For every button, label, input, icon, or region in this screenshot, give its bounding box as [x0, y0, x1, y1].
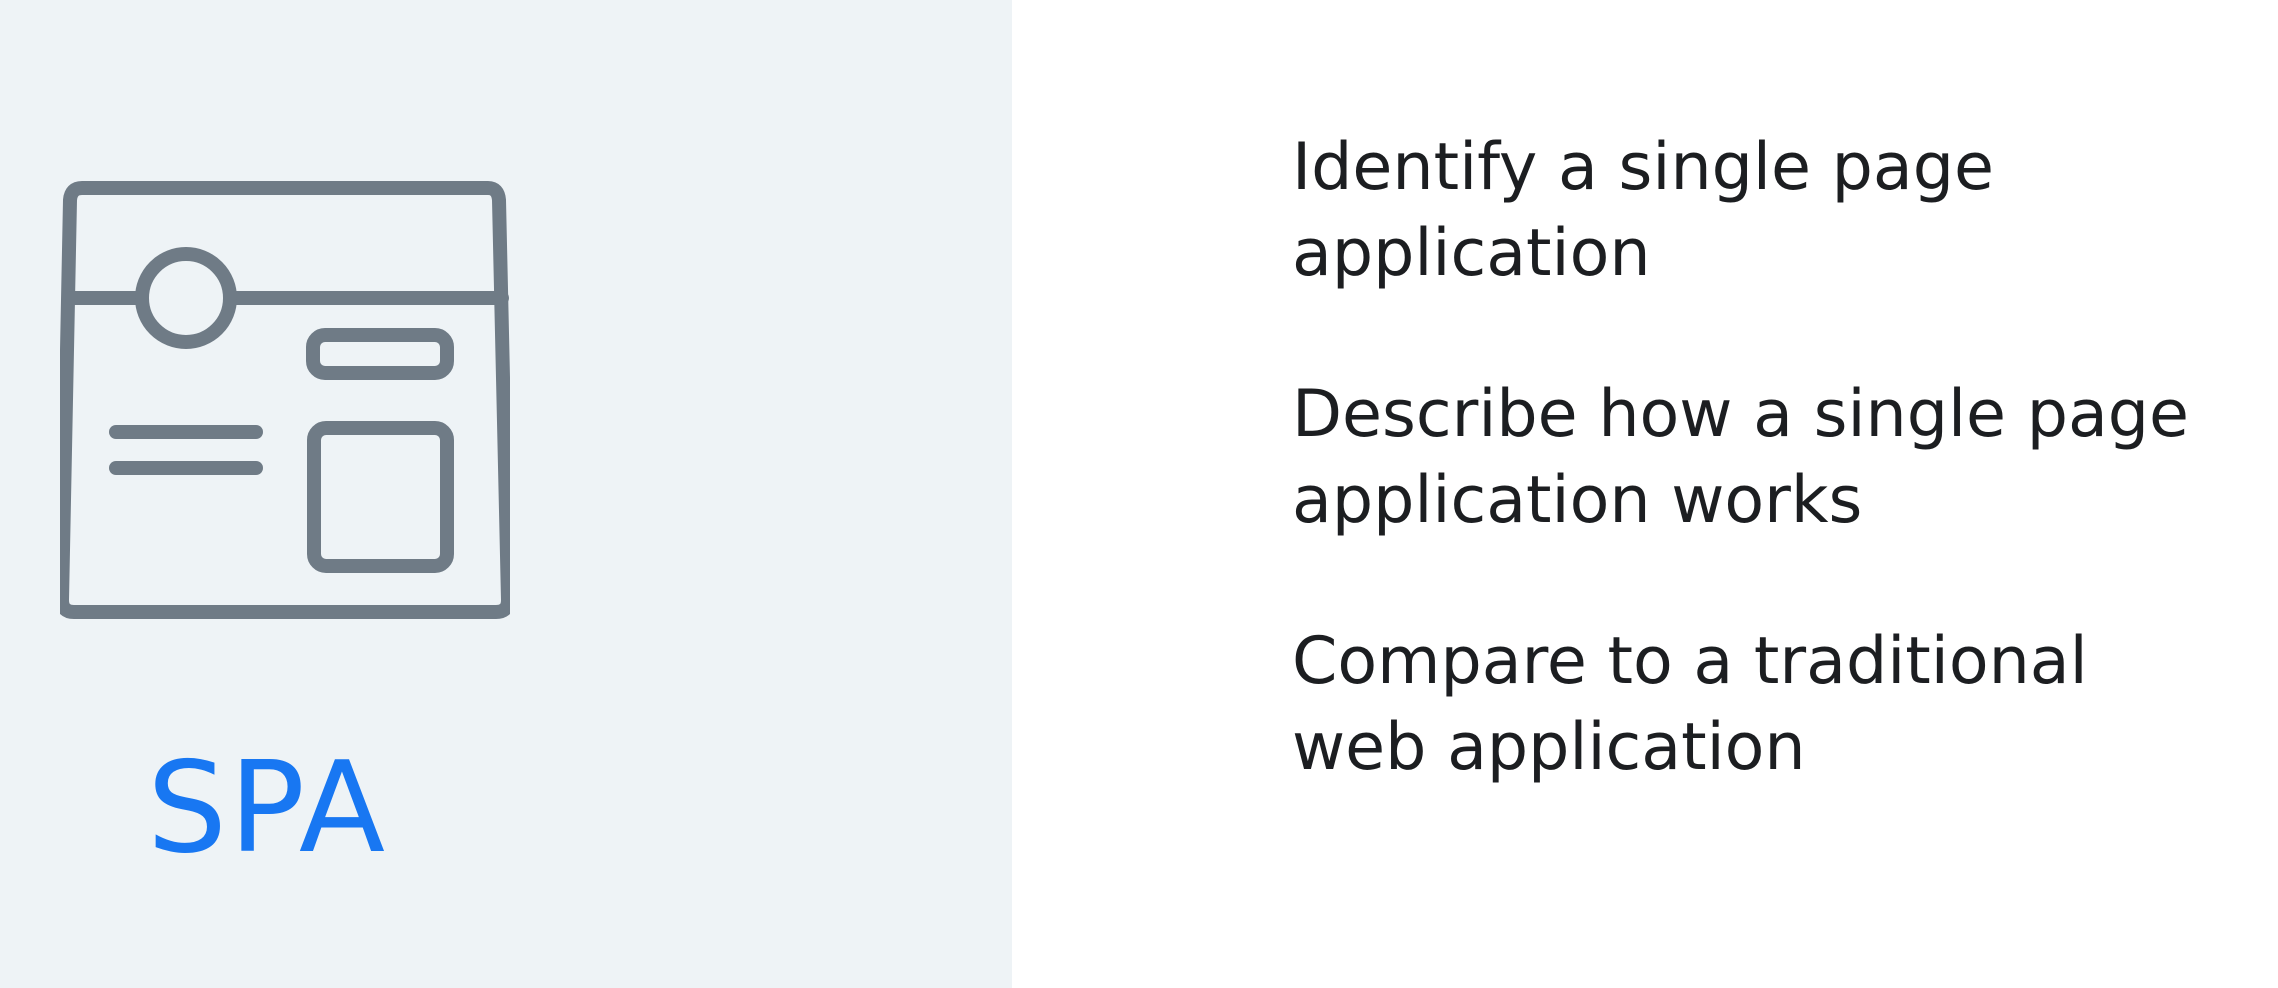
objective-line: application works	[1292, 463, 1863, 538]
objective-line: web application	[1292, 710, 1806, 785]
objective-item: Describe how a single page application w…	[1292, 372, 2252, 544]
browser-window-icon	[60, 181, 510, 619]
objective-item: Compare to a traditional web application	[1292, 619, 2252, 791]
hero-panel: SPA	[0, 0, 1012, 988]
objective-line: Describe how a single page	[1292, 377, 2190, 452]
objectives-list: Identify a single page application Descr…	[1292, 125, 2252, 866]
objective-item: Identify a single page application	[1292, 125, 2252, 297]
spa-label: SPA	[147, 734, 388, 881]
objective-line: Compare to a traditional	[1292, 624, 2088, 699]
objective-line: Identify a single page	[1292, 130, 1994, 205]
objective-line: application	[1292, 216, 1651, 291]
objectives-panel: Identify a single page application Descr…	[1012, 0, 2278, 988]
